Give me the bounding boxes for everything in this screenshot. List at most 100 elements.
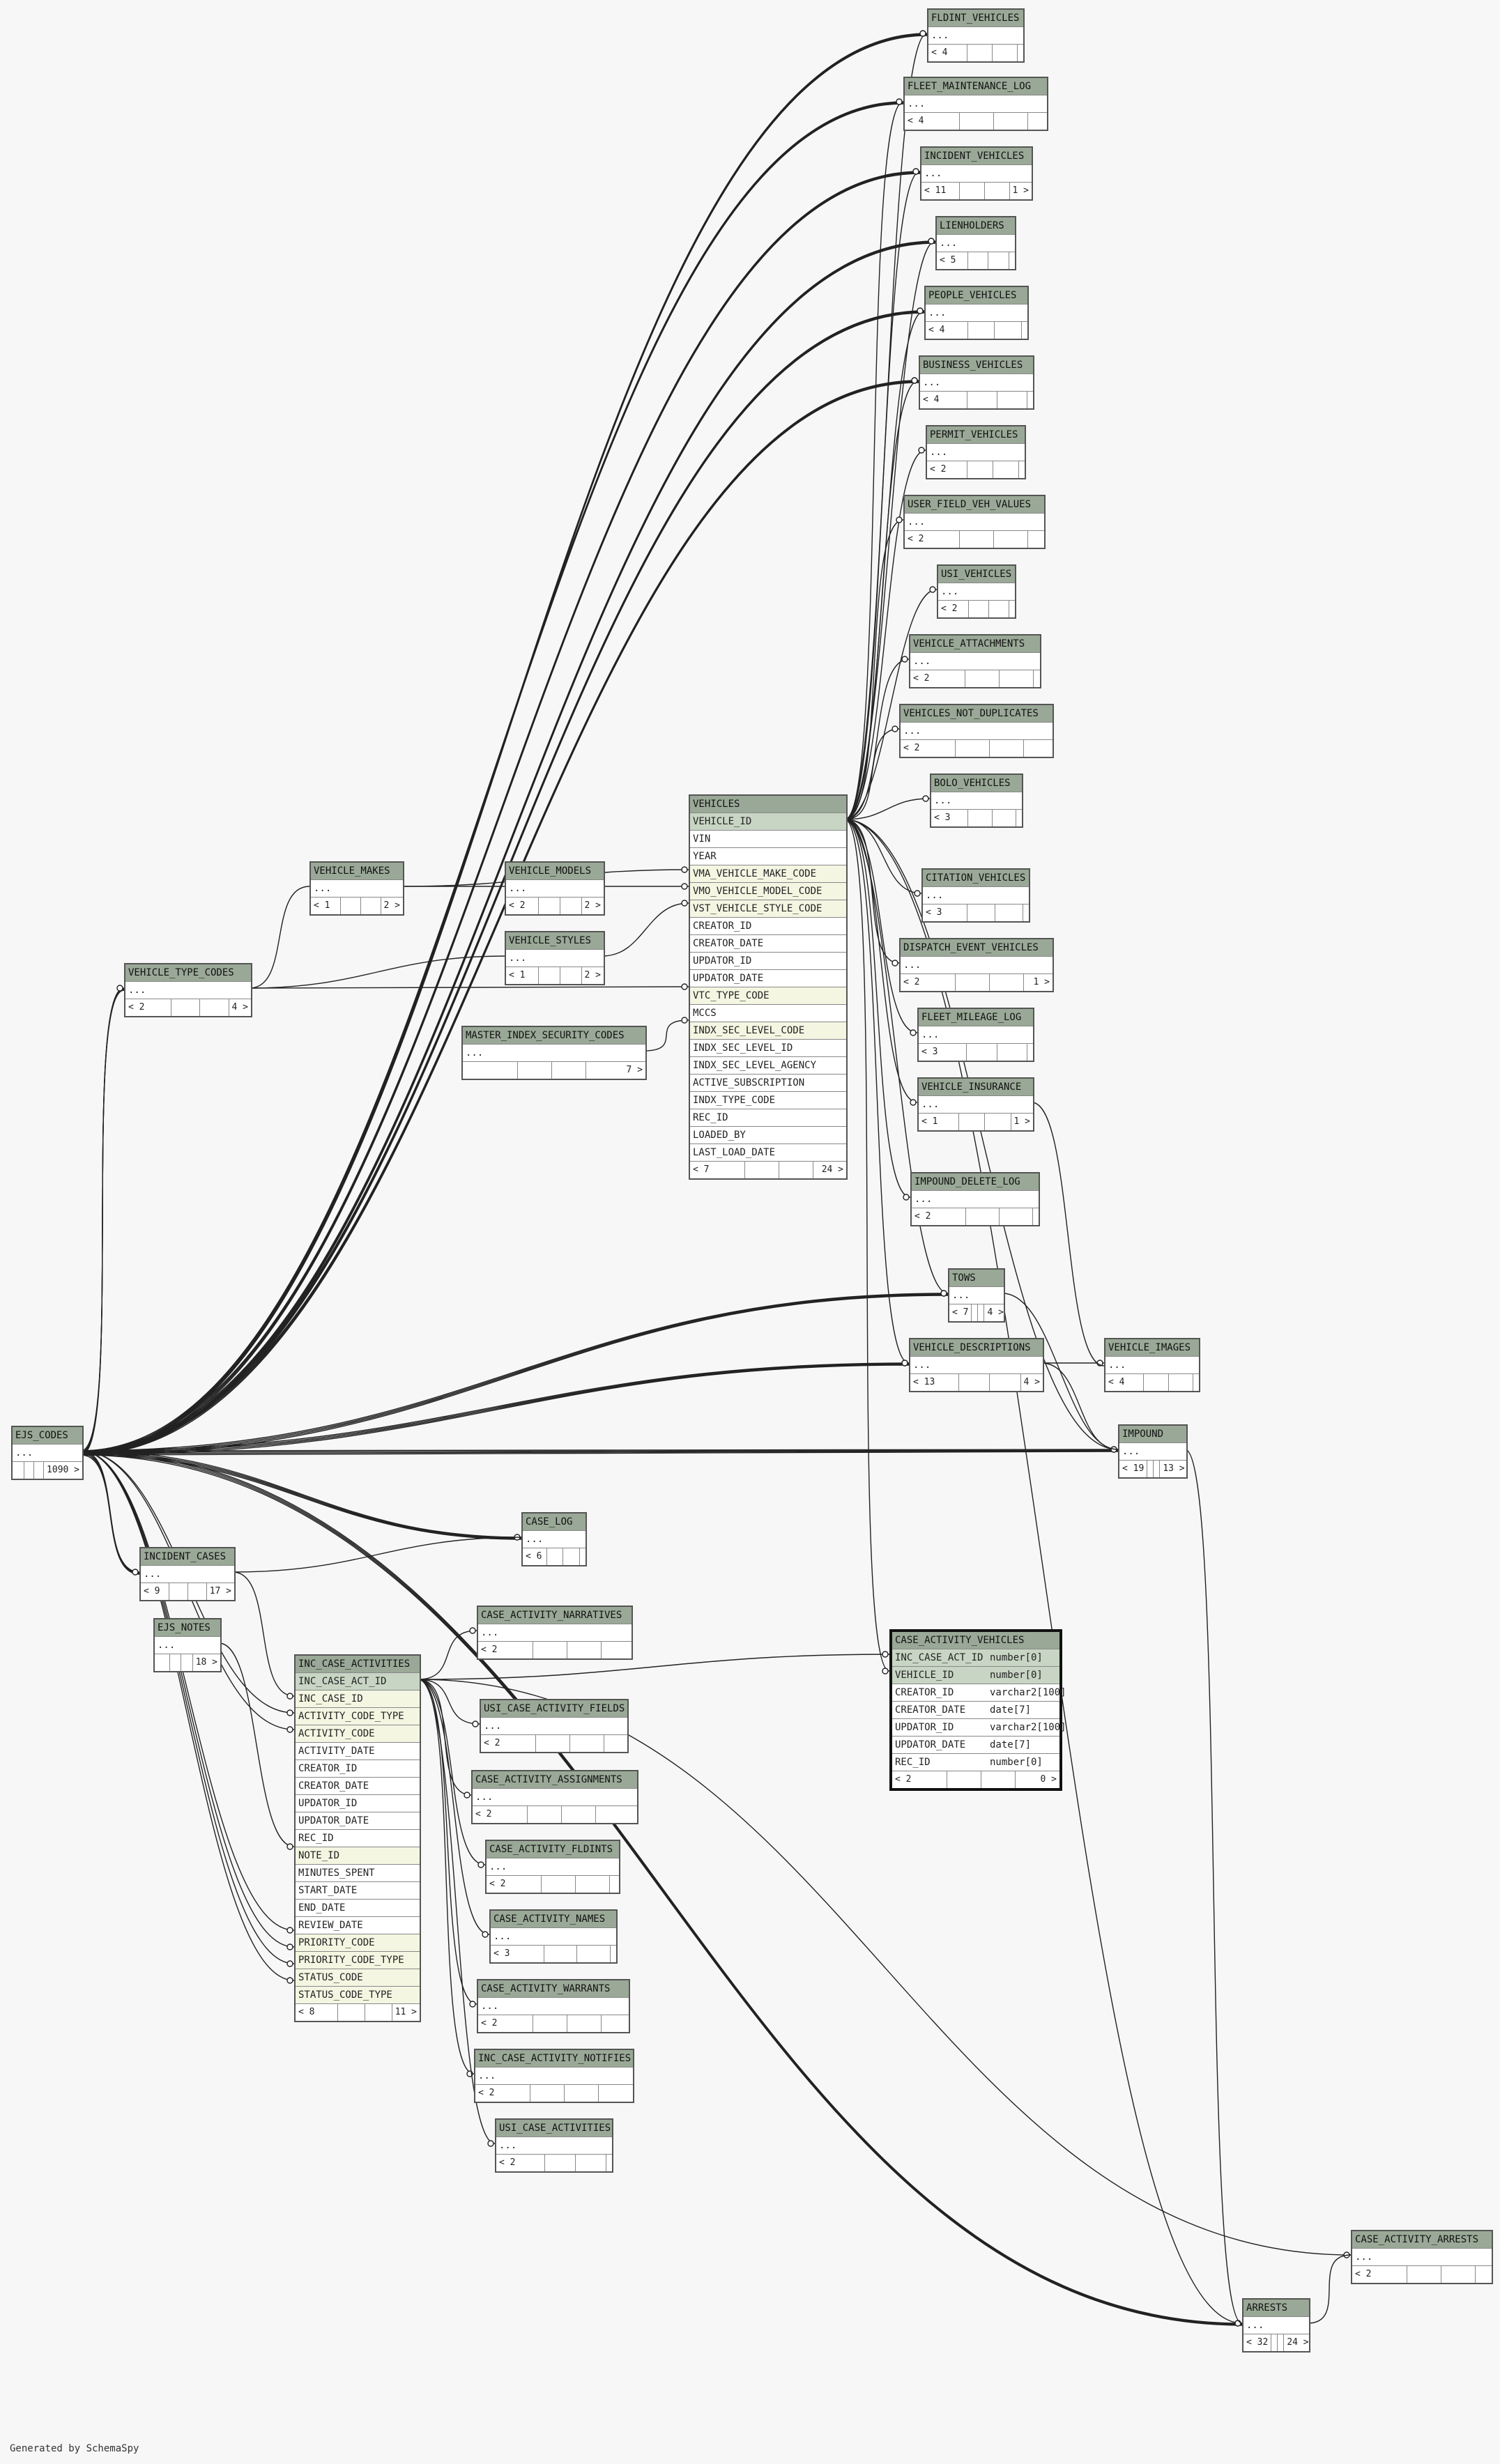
children-count[interactable] <box>1023 904 1029 921</box>
table-column[interactable]: ... <box>928 26 1023 44</box>
children-count[interactable] <box>580 1548 586 1565</box>
table-column[interactable]: VST_VEHICLE_STYLE_CODE <box>690 900 846 917</box>
table-name[interactable]: VEHICLE_TYPE_CODES <box>125 964 251 981</box>
table-column[interactable]: INDX_TYPE_CODE <box>690 1091 846 1109</box>
table-name[interactable]: DISPATCH_EVENT_VEHICLES <box>901 939 1053 956</box>
table-name[interactable]: BUSINESS_VEHICLES <box>920 357 1033 374</box>
table-fleet-mileage-log[interactable]: FLEET_MILEAGE_LOG...< 3 <box>917 1008 1034 1062</box>
table-column[interactable]: PRIORITY_CODE <box>296 1934 420 1951</box>
children-count[interactable] <box>1476 2266 1492 2283</box>
children-count[interactable]: 17 > <box>209 1586 231 1596</box>
table-lienholders[interactable]: LIENHOLDERS...< 5 <box>935 216 1016 270</box>
table-column[interactable]: STATUS_CODE_TYPE <box>296 1986 420 2003</box>
table-column[interactable]: INDX_SEC_LEVEL_ID <box>690 1039 846 1056</box>
table-column[interactable]: CREATOR_DATE <box>690 934 846 952</box>
parents-count[interactable]: < 2 <box>1352 2266 1407 2283</box>
table-column[interactable]: ... <box>506 949 604 967</box>
parents-count[interactable]: < 8 <box>296 2004 339 2021</box>
parents-count[interactable] <box>13 1462 25 1479</box>
parents-count[interactable]: < 1 <box>311 898 342 914</box>
children-count[interactable] <box>602 1642 632 1658</box>
table-column[interactable]: VMO_VEHICLE_MODEL_CODE <box>690 882 846 900</box>
table-column[interactable]: ... <box>1243 2316 1309 2334</box>
parents-count[interactable]: < 2 <box>938 601 969 617</box>
table-column[interactable]: ... <box>937 234 1015 252</box>
table-name[interactable]: USI_CASE_ACTIVITY_FIELDS <box>481 1700 627 1717</box>
table-column[interactable]: END_DATE <box>296 1899 420 1916</box>
table-name[interactable]: FLDINT_VEHICLES <box>928 10 1023 26</box>
table-column[interactable]: ... <box>506 879 604 897</box>
table-column[interactable]: UPDATOR_DATE <box>296 1812 420 1829</box>
table-name[interactable]: VEHICLE_STYLES <box>506 932 604 949</box>
table-column[interactable]: ... <box>901 956 1053 973</box>
parents-count[interactable]: < 2 <box>478 2015 533 2032</box>
children-count[interactable]: 1 > <box>1012 185 1029 196</box>
table-column[interactable]: ... <box>491 1927 616 1945</box>
table-case-activity-arrests[interactable]: CASE_ACTIVITY_ARRESTS...< 2 <box>1351 2230 1493 2284</box>
table-column[interactable]: ... <box>919 1026 1033 1043</box>
table-name[interactable]: CITATION_VEHICLES <box>923 870 1029 886</box>
table-column[interactable]: MINUTES_SPENT <box>296 1864 420 1881</box>
table-name[interactable]: INC_CASE_ACTIVITY_NOTIFIES <box>475 2050 633 2067</box>
table-column[interactable]: ... <box>938 583 1015 600</box>
children-count[interactable]: 13 > <box>1163 1463 1185 1474</box>
children-count[interactable]: 4 > <box>987 1307 1004 1318</box>
parents-count[interactable]: < 2 <box>927 461 967 478</box>
table-name[interactable]: EJS_NOTES <box>155 1619 220 1636</box>
parents-count[interactable]: < 1 <box>506 967 539 984</box>
parents-count[interactable]: < 2 <box>892 1771 947 1788</box>
children-count[interactable] <box>1018 45 1023 61</box>
table-column[interactable]: INDX_SEC_LEVEL_AGENCY <box>690 1056 846 1074</box>
table-name[interactable]: IMPOUND_DELETE_LOG <box>912 1173 1039 1190</box>
table-name[interactable]: VEHICLE_ATTACHMENTS <box>910 636 1040 652</box>
parents-count[interactable]: < 6 <box>523 1548 547 1565</box>
children-count[interactable] <box>1009 601 1015 617</box>
table-column[interactable]: ... <box>13 1444 82 1461</box>
children-count[interactable]: 24 > <box>1287 2337 1309 2348</box>
table-column[interactable]: ... <box>478 1997 629 2015</box>
table-column[interactable]: START_DATE <box>296 1881 420 1899</box>
table-column[interactable]: CREATOR_ID <box>296 1760 420 1777</box>
parents-count[interactable]: < 11 <box>921 183 961 199</box>
table-column[interactable]: UPDATOR_DATE <box>690 969 846 987</box>
table-column[interactable]: ... <box>463 1044 645 1061</box>
parents-count[interactable]: < 3 <box>919 1044 967 1061</box>
table-name[interactable]: EJS_CODES <box>13 1427 82 1444</box>
table-column[interactable]: ... <box>475 2067 633 2084</box>
table-column[interactable]: ... <box>927 443 1025 461</box>
table-column[interactable]: ... <box>920 374 1033 391</box>
table-column[interactable]: ... <box>949 1286 1004 1304</box>
table-inc-case-activity-notifies[interactable]: INC_CASE_ACTIVITY_NOTIFIES...< 2 <box>474 2049 634 2103</box>
table-name[interactable]: FLEET_MILEAGE_LOG <box>919 1009 1033 1026</box>
table-column[interactable]: PRIORITY_CODE_TYPE <box>296 1951 420 1969</box>
table-name[interactable]: VEHICLE_MAKES <box>311 863 403 879</box>
parents-count[interactable] <box>463 1062 518 1079</box>
table-name[interactable]: IMPOUND <box>1119 1426 1186 1442</box>
parents-count[interactable]: < 7 <box>949 1304 972 1321</box>
children-count[interactable]: 2 > <box>584 900 601 911</box>
table-vehicles-not-duplicates[interactable]: VEHICLES_NOT_DUPLICATES...< 2 <box>899 704 1054 758</box>
children-count[interactable] <box>1024 740 1053 757</box>
parents-count[interactable]: < 3 <box>931 810 969 826</box>
table-name[interactable]: VEHICLE_MODELS <box>506 863 604 879</box>
table-impound-delete-log[interactable]: IMPOUND_DELETE_LOG...< 2 <box>910 1172 1040 1226</box>
table-citation-vehicles[interactable]: CITATION_VEHICLES...< 3 <box>921 868 1030 923</box>
table-column[interactable]: REC_ID <box>690 1109 846 1126</box>
children-count[interactable]: 7 > <box>626 1065 643 1075</box>
children-count[interactable]: 18 > <box>195 1657 218 1668</box>
table-column[interactable]: ... <box>910 652 1040 670</box>
parents-count[interactable]: < 13 <box>910 1374 960 1391</box>
table-column[interactable]: NOTE_ID <box>296 1847 420 1864</box>
table-name[interactable]: VEHICLES_NOT_DUPLICATES <box>901 705 1053 722</box>
parents-count[interactable] <box>155 1654 170 1671</box>
children-count[interactable]: 4 > <box>1023 1377 1041 1387</box>
table-column[interactable]: ... <box>912 1190 1039 1208</box>
table-column[interactable]: ... <box>496 2136 612 2154</box>
table-name[interactable]: CASE_ACTIVITY_VEHICLES <box>892 1632 1059 1649</box>
